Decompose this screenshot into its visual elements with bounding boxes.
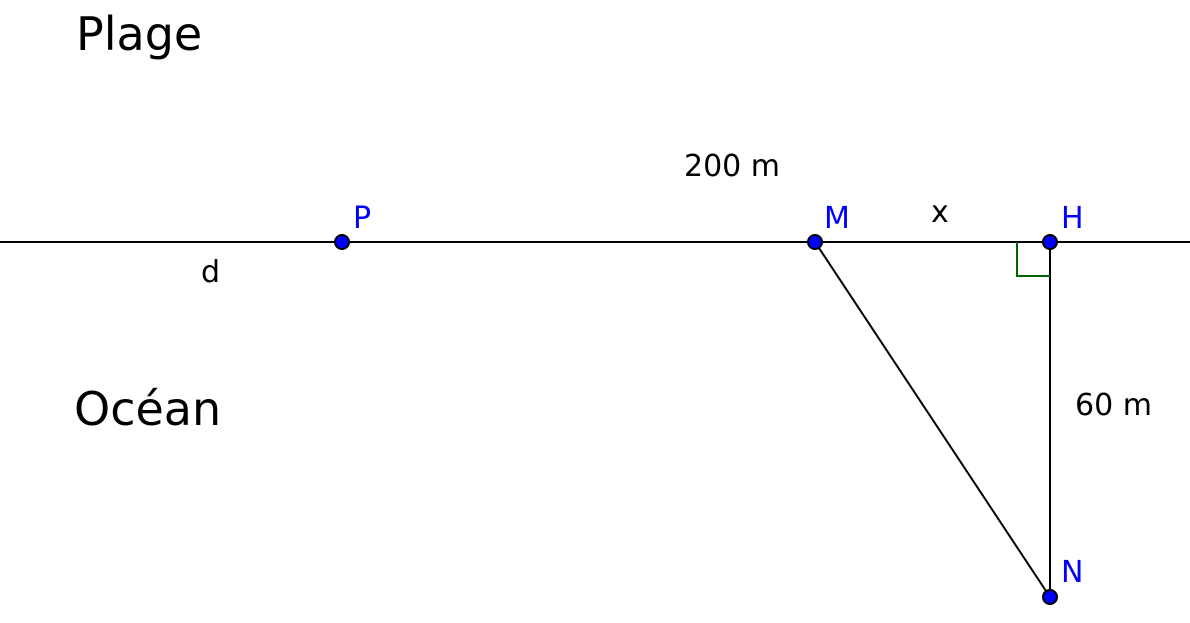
- beach-label: Plage: [76, 7, 202, 61]
- point-label-p: P: [353, 201, 371, 236]
- point-label-h: H: [1061, 201, 1084, 236]
- point-p: [334, 234, 350, 250]
- point-label-m: M: [824, 201, 850, 236]
- point-label-n: N: [1061, 555, 1083, 590]
- distance-label-mh: x: [931, 195, 949, 230]
- distance-label-d: d: [201, 255, 220, 290]
- distance-label-hn: 60 m: [1075, 388, 1152, 423]
- ocean-label: Océan: [74, 382, 221, 436]
- distance-label-pm: 200 m: [684, 149, 780, 184]
- segment-mn: [814, 241, 1051, 598]
- point-n: [1042, 589, 1058, 605]
- point-m: [807, 234, 823, 250]
- right-angle-marker: [1016, 242, 1050, 277]
- point-h: [1042, 234, 1058, 250]
